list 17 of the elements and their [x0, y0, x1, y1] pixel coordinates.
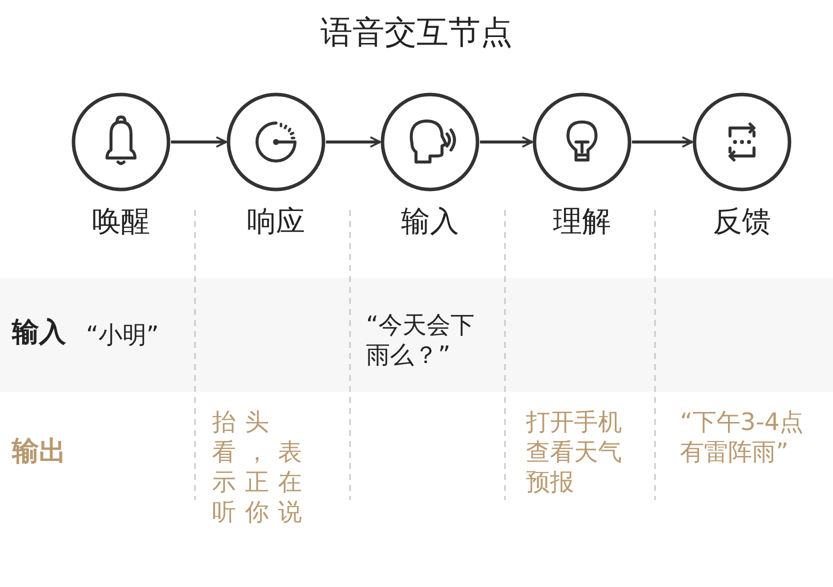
table-text: “小明”: [86, 320, 160, 350]
arrow: [171, 136, 227, 148]
table-text: 打开手机查看天气预报: [526, 407, 623, 497]
row-header: 输出: [12, 437, 67, 467]
table-text: 抬头看，表示正在听你说: [212, 407, 312, 527]
step-label: 理解: [552, 204, 612, 238]
arrow: [480, 136, 533, 148]
step-label: 输入: [400, 204, 460, 238]
row-header: 输入: [12, 318, 67, 348]
step-label: 响应: [246, 204, 306, 238]
title: 语音交互节点: [320, 12, 514, 52]
arrow: [326, 136, 381, 148]
step-label: 唤醒: [91, 204, 151, 238]
table-text: “今天会下雨么？”: [366, 310, 476, 370]
arrow: [632, 136, 693, 148]
table-text: “下午3-4点有雷阵雨”: [680, 407, 805, 467]
step-label: 反馈: [712, 204, 772, 238]
